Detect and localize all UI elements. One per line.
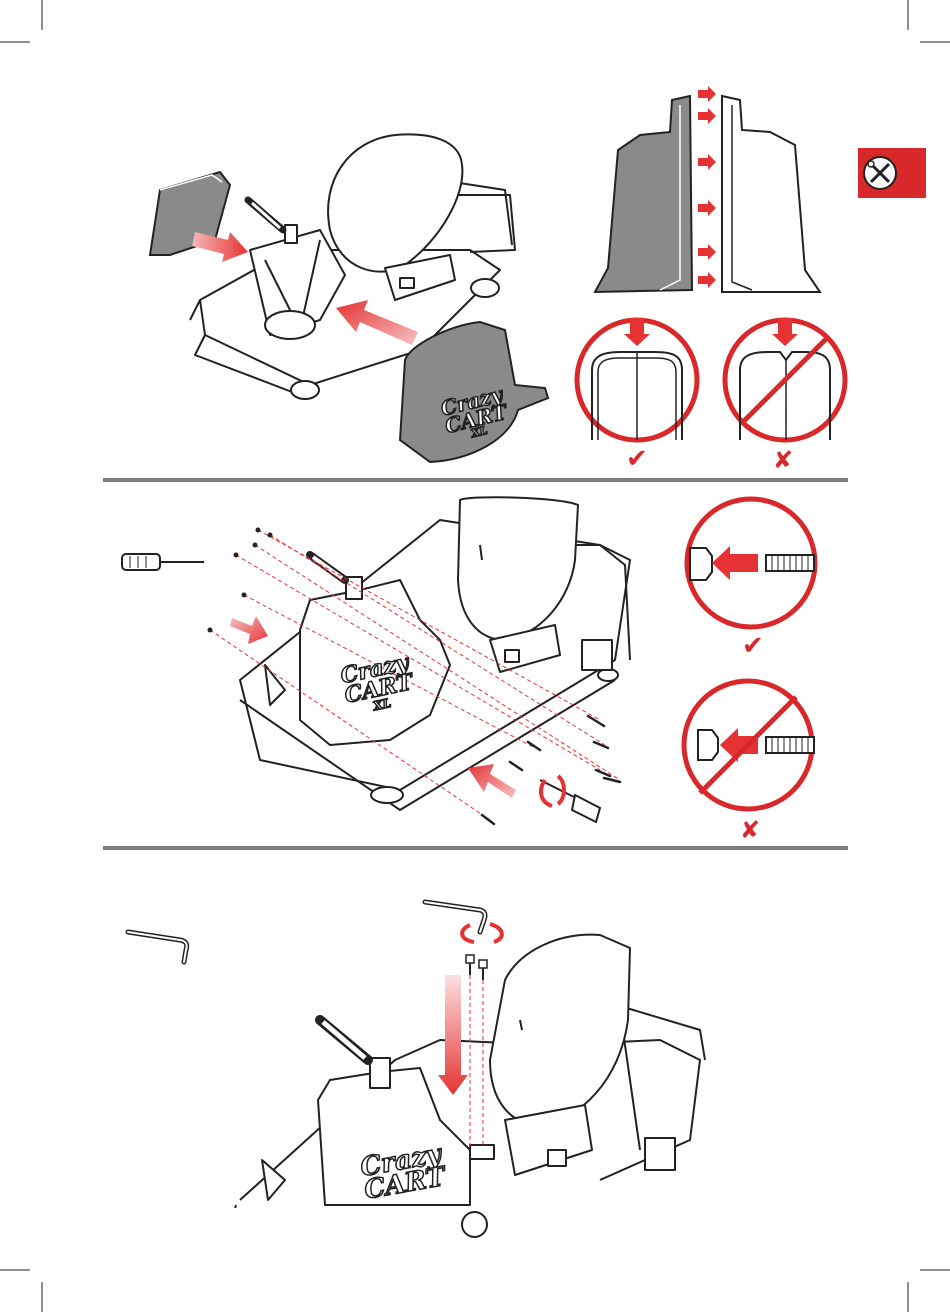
page-number xyxy=(461,1211,488,1238)
step3-kart-illustration xyxy=(0,0,950,1212)
